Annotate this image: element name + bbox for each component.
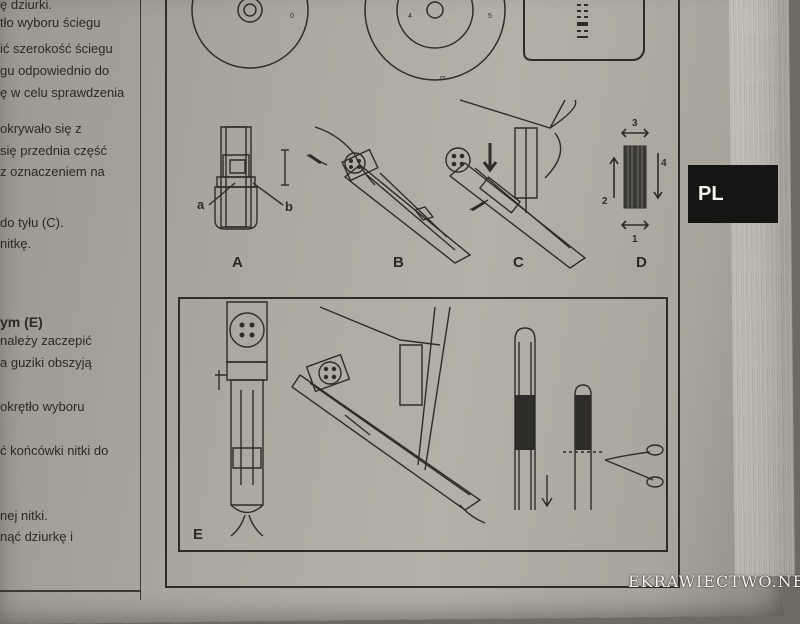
svg-text:rs: rs — [440, 75, 446, 82]
figure-e-foot-top-view — [205, 300, 280, 540]
figure-e-label: E — [193, 526, 204, 543]
figure-d-label: D — [636, 254, 647, 271]
text-line: z oznaczeniem na — [0, 164, 105, 179]
figure-e-frame — [178, 297, 668, 552]
text-line: nej nitki. — [0, 508, 48, 523]
figure-c-label: C — [513, 254, 524, 271]
figure-e-buttonhole-cutting-illustration — [505, 320, 670, 520]
callout-b: b — [285, 199, 293, 214]
text-line: ę w celu sprawdzenia — [0, 85, 125, 100]
text-line: a guziki obszyją — [0, 355, 92, 370]
text-line: ę dziurki. — [0, 0, 53, 12]
figure-b-label: B — [393, 254, 404, 271]
illustration-frame — [165, 0, 680, 588]
text-line: się przednia część — [0, 143, 107, 158]
text-line: okrywało się z — [0, 121, 82, 136]
figure-a-label: A — [232, 254, 243, 271]
figure-e-foot-side-view — [290, 305, 495, 530]
figure-b-foot-illustration — [305, 125, 475, 270]
text-line: gu odpowiednio do — [0, 63, 110, 78]
watermark: EKRAWIECTWO.NET — [628, 572, 800, 591]
text-line: tło wyboru ściegu — [0, 15, 101, 30]
column-rule — [140, 0, 141, 600]
text-line: należy zaczepić — [0, 333, 92, 348]
text-line: nąć dziurkę i — [0, 529, 73, 544]
svg-text:4: 4 — [408, 13, 412, 20]
svg-text:0: 0 — [290, 13, 294, 20]
svg-text:5: 5 — [488, 13, 492, 20]
language-section-tab: PL — [688, 165, 778, 223]
text-line: ić szerokość ściegu — [0, 41, 113, 56]
diagram-d-number: 1 — [632, 234, 638, 245]
diagram-d-number: 2 — [602, 196, 608, 207]
bottom-rule — [0, 590, 140, 592]
stitch-dials-illustration: 0 4 5 rs — [200, 0, 492, 82]
stitch-selector-panel-illustration — [522, 0, 662, 70]
text-line: do tyłu (C). — [0, 215, 64, 230]
text-line: okrętło wyboru — [0, 399, 85, 414]
length-dial-icon — [192, 0, 308, 68]
page-edge-stack — [728, 0, 795, 577]
width-dial-icon — [365, 0, 505, 80]
section-heading: ym (E) — [0, 314, 43, 330]
figure-a-foot-illustration: a b — [197, 125, 293, 250]
figure-d-stitch-diagram: 3 2 4 1 — [602, 118, 667, 245]
text-line: nitkę. — [0, 236, 32, 251]
callout-a: a — [197, 197, 205, 212]
diagram-d-number: 3 — [632, 118, 638, 129]
diagram-d-number: 4 — [661, 158, 667, 169]
text-line: ć końcówki nitki do — [0, 443, 109, 458]
figure-c-foot-illustration — [430, 98, 605, 273]
